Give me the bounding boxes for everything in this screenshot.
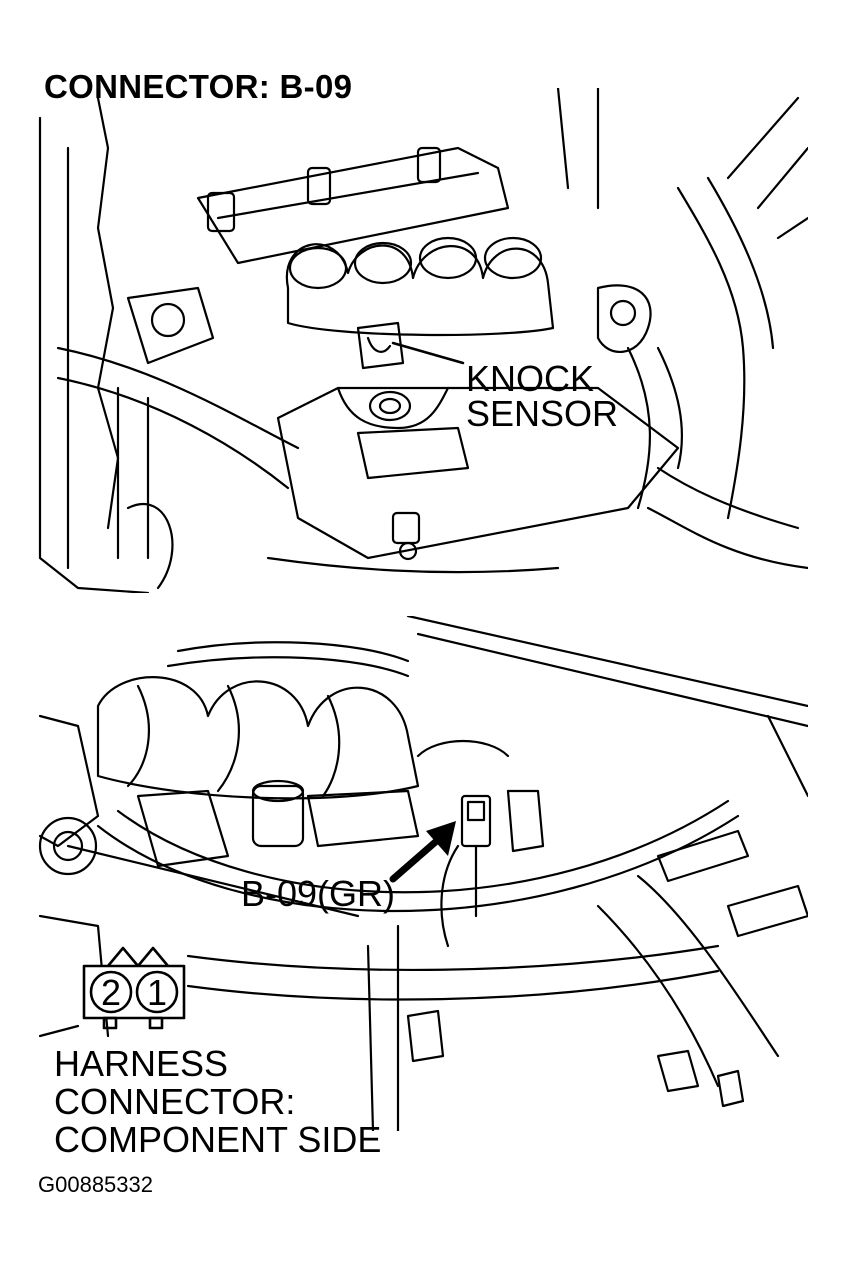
knock-sensor-label-line2: SENSOR: [466, 393, 619, 434]
engine-illustration-bottom: 2 1: [38, 616, 808, 1131]
connector-b09-label: B-09(GR): [241, 873, 396, 914]
figure-id: G00885332: [38, 1172, 153, 1197]
harness-label-line3: COMPONENT SIDE: [54, 1119, 382, 1160]
pin-2-label: 2: [101, 972, 121, 1013]
harness-connector-face: 2 1: [82, 946, 186, 1030]
harness-label-line2: CONNECTOR:: [54, 1081, 296, 1122]
harness-label-line1: HARNESS: [54, 1043, 229, 1084]
diagram-title: CONNECTOR: B-09: [44, 68, 353, 105]
knock-sensor-label-line1: KNOCK: [466, 358, 595, 399]
pin-1-label: 1: [147, 972, 167, 1013]
engine-illustration-top: [38, 88, 808, 593]
